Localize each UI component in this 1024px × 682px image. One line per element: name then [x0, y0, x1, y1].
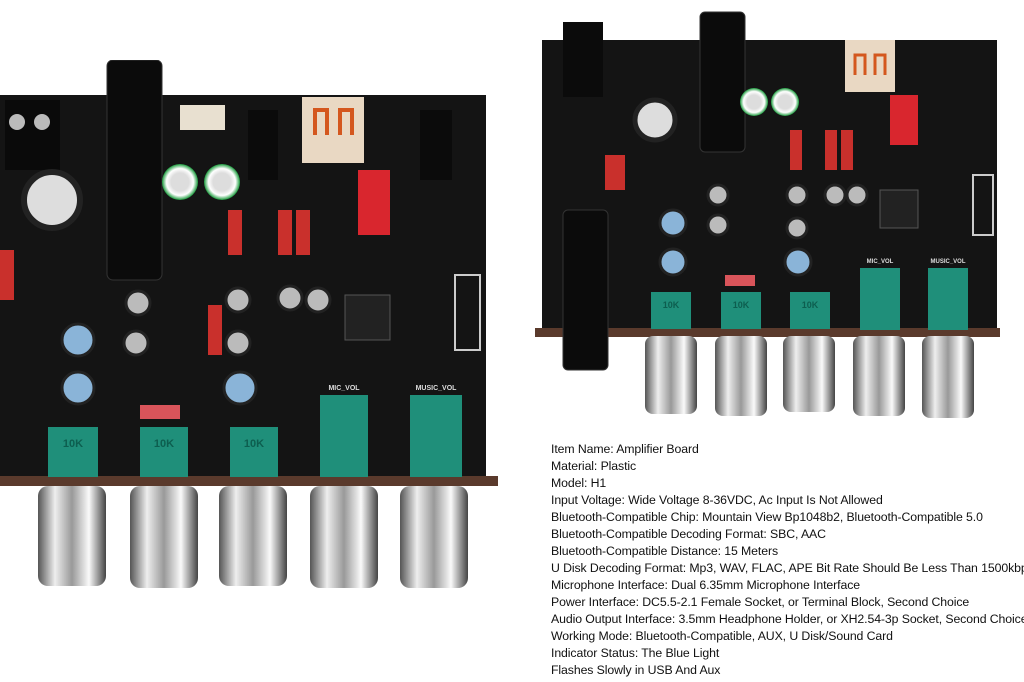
- spec-line: Power Interface: DC5.5-2.1 Female Socket…: [551, 595, 970, 609]
- pot-label: 10K: [63, 438, 83, 450]
- spec-line: Input Voltage: Wide Voltage 8-36VDC, Ac …: [551, 493, 883, 507]
- chip: [879, 189, 919, 229]
- pot-label: 10K: [802, 300, 819, 310]
- spec-line: Bluetooth-Compatible Distance: 15 Meters: [551, 544, 779, 558]
- spec-line: Bluetooth-Compatible Decoding Format: SB…: [551, 527, 826, 541]
- pot-label: 10K: [663, 300, 680, 310]
- product-specifications: Item Name: Amplifier Board Material: Pla…: [551, 441, 1024, 679]
- spec-line: Audio Output Interface: 3.5mm Headphone …: [551, 612, 1024, 626]
- pcb-edge: [0, 476, 498, 486]
- dc-jack: [563, 22, 603, 97]
- pot-label: 10K: [733, 300, 750, 310]
- pot-label: 10K: [244, 438, 264, 450]
- pcb-silkscreen: MIC_VOL: [867, 259, 894, 265]
- potentiometers: [48, 395, 462, 477]
- large-capacitor: [632, 97, 678, 143]
- pcb-silkscreen: MUSIC_VOL: [416, 385, 458, 392]
- dip-switch: [890, 95, 918, 145]
- mic-jack: [699, 11, 746, 153]
- bt-antenna: [972, 174, 994, 236]
- capacitor: [162, 164, 198, 200]
- spec-line: Microphone Interface: Dual 6.35mm Microp…: [551, 578, 861, 592]
- amplifier-board-photo-top: 10K 10K 10K MIC_VOL MUSIC_VOL: [535, 10, 1005, 425]
- bt-antenna: [454, 274, 481, 351]
- large-capacitor: [21, 169, 83, 231]
- mic-jack: [562, 209, 609, 371]
- pcb-silkscreen: MUSIC_VOL: [930, 259, 965, 265]
- capacitor: [204, 164, 240, 200]
- usb-port: [302, 97, 364, 163]
- knobs: [38, 486, 468, 588]
- usb-port: [845, 40, 895, 92]
- spec-line: Working Mode: Bluetooth-Compatible, AUX,…: [551, 629, 893, 643]
- mic-jack: [106, 59, 163, 281]
- dip-switch: [358, 170, 390, 235]
- board-illustration: 10K 10K 10K MIC_VOL MUSIC_VOL: [535, 11, 1000, 418]
- spec-line: Material: Plastic: [551, 459, 637, 473]
- spec-line: Model: H1: [551, 476, 607, 490]
- spec-line: Flashes Slowly in USB And Aux: [551, 663, 721, 677]
- chip: [344, 294, 391, 341]
- potentiometers: [651, 268, 968, 330]
- pcb-edge: [535, 328, 1000, 337]
- spec-line: Bluetooth-Compatible Chip: Mountain View…: [551, 510, 983, 524]
- pot-label: 10K: [154, 438, 174, 450]
- knobs: [645, 336, 974, 418]
- terminal-block: [5, 100, 60, 170]
- spec-line: U Disk Decoding Format: Mp3, WAV, FLAC, …: [551, 561, 1024, 575]
- spec-line: Item Name: Amplifier Board: [551, 442, 699, 456]
- amplifier-board-photo-front: 10K 10K 10K MIC_VOL MUSIC_VOL: [0, 59, 500, 595]
- board-illustration: 10K 10K 10K MIC_VOL MUSIC_VOL: [0, 59, 498, 588]
- pcb-silkscreen: MIC_VOL: [328, 385, 360, 392]
- spec-line: Indicator Status: The Blue Light: [551, 646, 720, 660]
